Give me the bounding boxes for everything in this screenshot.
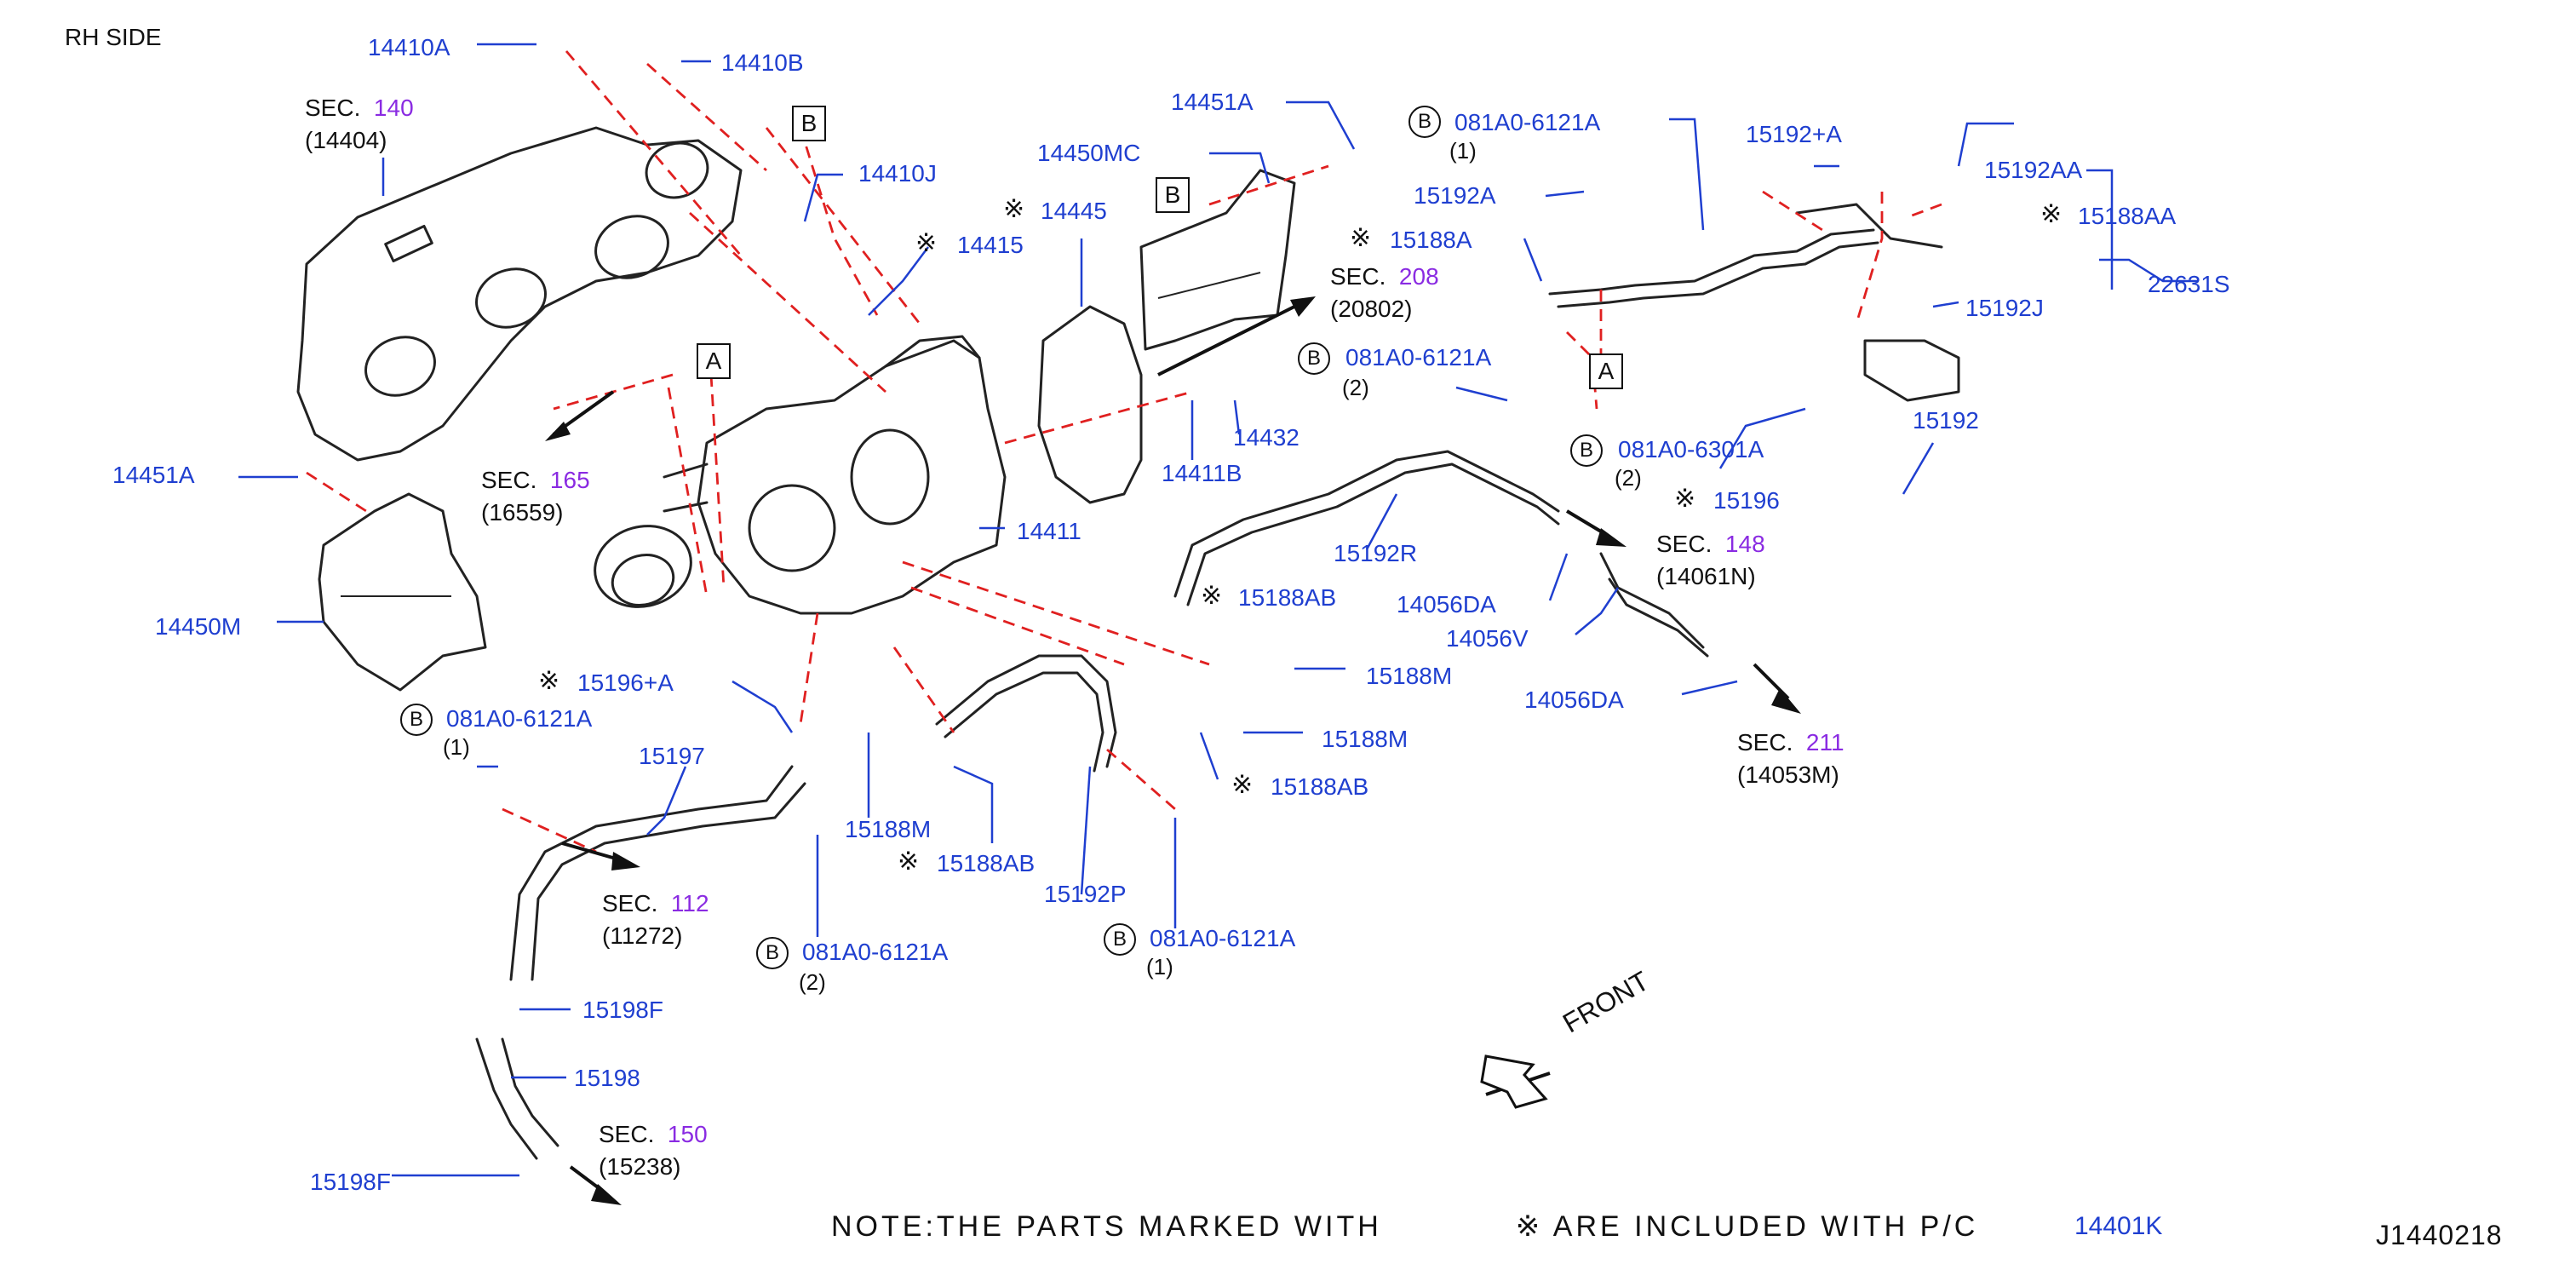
part-label-22631S[interactable]: 22631S	[2148, 271, 2230, 297]
part-label-15198[interactable]: 15198	[574, 1065, 640, 1091]
view-marker-a: A	[1589, 353, 1623, 389]
part-label-15192J[interactable]: 15192J	[1965, 295, 2044, 321]
pc-included-mark: ※	[1003, 195, 1025, 223]
pc-included-mark: ※	[1231, 771, 1254, 799]
exhaust-manifold	[296, 126, 743, 462]
leader-lines	[238, 43, 2197, 1177]
part-label-15198F[interactable]: 15198F	[582, 997, 663, 1023]
bolt-code[interactable]: 081A0-6121A	[802, 939, 949, 965]
part-label-15192R[interactable]: 15192R	[1334, 540, 1418, 566]
gasket-14445	[1037, 305, 1143, 504]
part-label-15188AA[interactable]: 15188AA	[2078, 203, 2177, 229]
part-label-14451A[interactable]: 14451A	[112, 462, 195, 488]
pc-included-mark: ※	[2040, 200, 2063, 228]
part-label-15188AB[interactable]: 15188AB	[937, 850, 1036, 876]
part-label-15197[interactable]: 15197	[639, 743, 705, 769]
part-label-15188M[interactable]: 15188M	[845, 816, 932, 842]
pc-included-mark: ※	[1201, 582, 1223, 610]
bolt-code[interactable]: 081A0-6301A	[1618, 436, 1764, 463]
part-label-15192plusA[interactable]: 15192+A	[1746, 121, 1842, 147]
footnote-suffix: ARE INCLUDED WITH P/C	[1552, 1210, 1979, 1243]
part-label-15196[interactable]: 15196	[1713, 487, 1780, 514]
footnote-mark: ※	[1515, 1210, 1544, 1243]
part-label-15188AB[interactable]: 15188AB	[1238, 584, 1337, 611]
assembly-guide-lines	[306, 50, 1942, 853]
bolt-code[interactable]: 081A0-6121A	[1345, 344, 1492, 371]
part-label-14450MC[interactable]: 14450MC	[1037, 140, 1141, 166]
footnote-prefix: NOTE:THE PARTS MARKED WITH	[831, 1210, 1382, 1243]
section-ref-148[interactable]: SEC. 148(14061N)	[1656, 531, 1765, 589]
pc-included-mark: ※	[538, 667, 560, 695]
part-label-14401K[interactable]: 14401K	[2074, 1212, 2163, 1240]
part-label-15192P[interactable]: 15192P	[1044, 881, 1127, 907]
part-label-15198F[interactable]: 15198F	[310, 1169, 391, 1195]
view-marker-a: A	[697, 343, 731, 379]
part-label-15192A[interactable]: 15192A	[1414, 182, 1496, 209]
bolt-qty: (2)	[1615, 465, 1642, 491]
pc-included-mark: ※	[1350, 224, 1372, 252]
part-label-14451A[interactable]: 14451A	[1171, 89, 1254, 115]
oil-pipe-upper	[1548, 203, 1960, 402]
part-label-14410B[interactable]: 14410B	[721, 49, 804, 76]
part-label-14445[interactable]: 14445	[1041, 198, 1107, 224]
bolt-code[interactable]: 081A0-6121A	[1454, 109, 1601, 135]
part-label-15196plusA[interactable]: 15196+A	[577, 669, 674, 696]
section-ref-140[interactable]: SEC. 140(14404)	[305, 95, 414, 153]
part-label-14056DA[interactable]: 14056DA	[1397, 591, 1496, 618]
water-hose-15197	[475, 765, 806, 1160]
part-label-14432[interactable]: 14432	[1233, 424, 1299, 451]
bolt-code[interactable]: 081A0-6121A	[446, 705, 593, 732]
section-ref-211[interactable]: SEC. 211(14053M)	[1737, 729, 1845, 788]
heat-insulator-upper	[1139, 169, 1296, 351]
part-label-14410J[interactable]: 14410J	[858, 160, 937, 187]
part-label-14411B[interactable]: 14411B	[1162, 460, 1242, 486]
bolt-qty: (1)	[1449, 138, 1477, 164]
pc-included-mark: ※	[915, 229, 938, 257]
flow-arrows	[545, 296, 1801, 1205]
bolt-qty: (2)	[1342, 375, 1369, 400]
view-marker-b: B	[1156, 177, 1190, 213]
bolt-symbol: B	[1104, 923, 1136, 956]
oil-pipe-15192R	[1173, 450, 1709, 658]
bolt-qty: (2)	[799, 969, 826, 995]
section-ref-165[interactable]: SEC. 165(16559)	[481, 467, 590, 526]
part-label-14415[interactable]: 14415	[957, 232, 1024, 258]
part-label-15188M[interactable]: 15188M	[1366, 663, 1453, 689]
part-label-15188A[interactable]: 15188A	[1390, 227, 1472, 253]
pc-included-mark: ※	[898, 847, 920, 876]
part-label-14410A[interactable]: 14410A	[368, 34, 450, 60]
bolt-qty: (1)	[443, 734, 470, 760]
part-label-14411[interactable]: 14411	[1017, 518, 1081, 544]
side-label: RH SIDE	[65, 24, 162, 50]
part-label-14056V[interactable]: 14056V	[1446, 625, 1529, 652]
heat-insulator-left	[318, 492, 487, 692]
bolt-symbol: B	[1408, 106, 1441, 138]
part-label-14056DA[interactable]: 14056DA	[1524, 687, 1624, 713]
footnote: NOTE:THE PARTS MARKED WITH ※ ARE INCLUDE…	[831, 1209, 1978, 1244]
bolt-code[interactable]: 081A0-6121A	[1150, 925, 1296, 951]
part-label-15188AB[interactable]: 15188AB	[1271, 773, 1369, 800]
turbocharger	[594, 335, 1007, 615]
section-ref-112[interactable]: SEC. 112(11272)	[602, 890, 709, 949]
water-pipe-15192P	[935, 654, 1117, 773]
bolt-symbol: B	[400, 704, 433, 736]
part-label-14450M[interactable]: 14450M	[155, 613, 242, 640]
view-marker-b: B	[792, 106, 826, 141]
section-ref-208[interactable]: SEC. 208(20802)	[1330, 263, 1439, 322]
part-label-15192AA[interactable]: 15192AA	[1984, 157, 2083, 183]
bolt-qty: (1)	[1146, 954, 1173, 980]
diagram-id: J1440218	[2376, 1220, 2503, 1250]
bolt-symbol: B	[1570, 434, 1603, 467]
section-ref-150[interactable]: SEC. 150(15238)	[599, 1121, 708, 1180]
part-label-15188M[interactable]: 15188M	[1322, 726, 1408, 752]
bolt-symbol: B	[756, 937, 789, 969]
pc-included-mark: ※	[1674, 485, 1696, 513]
part-label-15192[interactable]: 15192	[1913, 407, 1979, 434]
bolt-symbol: B	[1298, 342, 1330, 375]
